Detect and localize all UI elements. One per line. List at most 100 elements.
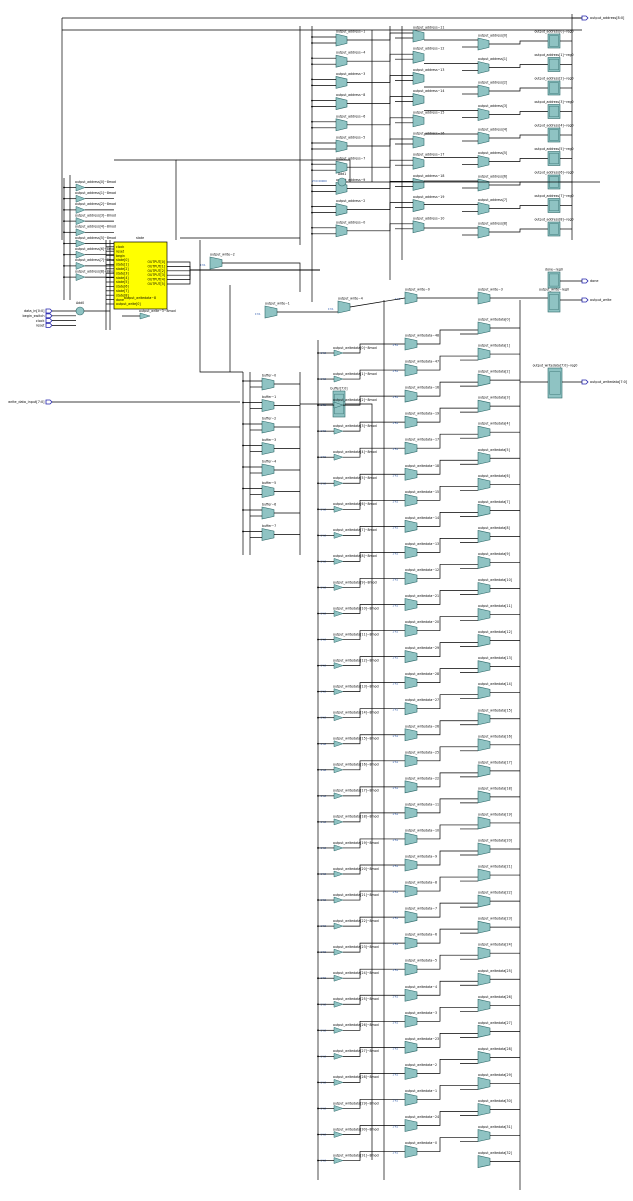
const-label: 1'h1 <box>392 708 398 712</box>
mux-label: output_writedata[3] <box>478 396 510 400</box>
mux-body <box>404 910 418 924</box>
mux-label: output_writedata[23] <box>478 917 512 921</box>
writedata-mux-mid: output_writedata~12 <box>404 568 439 585</box>
address-mux-col1: output_address~4 <box>335 51 365 68</box>
driver-label: output_writedata[25]~8mod <box>333 997 379 1001</box>
driver-body <box>333 375 344 383</box>
driver-label: output_writedata[5]~8mod <box>333 476 377 480</box>
driver-body <box>75 194 86 203</box>
wire <box>347 117 413 126</box>
address-mux-col3: output_address[0] <box>477 34 507 51</box>
fsm-pin-label: clock <box>116 245 124 249</box>
mux-body <box>477 202 490 215</box>
address-register: output_address[0]~reg0 <box>534 30 574 49</box>
writedata-mux-right: output_writedata[12] <box>477 630 512 647</box>
mux-body <box>404 780 418 794</box>
port-label: done <box>590 279 598 283</box>
mux-label: output_write~0 <box>405 288 430 292</box>
wire <box>489 87 548 92</box>
mux-label: output_address~3 <box>336 72 365 76</box>
mux-label: output_writedata~25 <box>405 750 439 754</box>
const-label: 1'h1 <box>392 760 398 764</box>
driver-body <box>333 636 344 643</box>
driver-body <box>333 1053 344 1060</box>
mux-label: output_write~2 <box>210 253 235 257</box>
address-driver: output_address[4]~8mod <box>75 225 116 237</box>
const-label: 1'h1 <box>392 577 398 581</box>
mux-label: buffer~7 <box>262 524 276 528</box>
mux-body <box>477 530 491 543</box>
mux-label: output_write~4 <box>338 297 363 301</box>
driver-body <box>333 948 344 956</box>
address-register: output_address[3]~reg0 <box>534 100 574 119</box>
input-port: data_in[0:0] <box>24 308 53 314</box>
driver-body <box>333 818 344 826</box>
mux-label: output_address~7 <box>336 157 365 161</box>
address-mux-col3: output_address[2] <box>477 81 507 98</box>
wire <box>417 824 478 840</box>
wire <box>343 734 405 745</box>
driver-body <box>333 610 344 617</box>
fsm-pin-label: output_write[0] <box>116 302 141 306</box>
writedata-mux-right: output_writedata[2] <box>477 370 510 387</box>
driver-label: output_writedata[13]~8mod <box>333 684 379 688</box>
mux-label: output_address~16 <box>413 132 444 136</box>
port-shape <box>45 313 53 319</box>
mux-body <box>404 624 418 637</box>
fsm-pin-label: OUTPUT[3] <box>147 273 165 277</box>
mux-label: output_writedata[0] <box>478 318 510 322</box>
register-label: done~reg0 <box>545 268 563 272</box>
fsm-pin-label: OUTPUT[5] <box>147 282 165 286</box>
wire <box>343 708 405 719</box>
driver-label: output_address[1]~8mod <box>75 191 116 195</box>
register-label: buffer[7:0] <box>330 387 347 391</box>
mux-body <box>412 72 425 85</box>
mux-label: output_write~3 <box>478 288 503 292</box>
buffer-mux: buffer~7 <box>261 524 276 541</box>
register-label: output_write~reg0 <box>539 288 569 292</box>
mux-body <box>477 868 491 882</box>
wire <box>417 642 478 657</box>
mux-label: output_writedata[30] <box>478 1099 512 1103</box>
writedata-mux-mid: output_writedata~13 <box>404 542 439 559</box>
driver-label: output_writedata[1]~8mod <box>333 372 377 376</box>
mux-body <box>404 363 418 377</box>
port-label: output_write <box>590 298 611 302</box>
mux-body <box>335 139 348 153</box>
mux-label: output_address[6] <box>478 175 507 179</box>
driver-label: output_writedata[16]~8mod <box>333 763 379 767</box>
mux-body <box>335 118 348 132</box>
mux-body <box>412 156 425 170</box>
writedata-register: output_writedata[7:0]~reg0 <box>533 364 577 399</box>
driver-body <box>333 505 344 513</box>
driver-label: output_writedata[7]~8mod <box>333 528 377 532</box>
port-shape <box>45 322 53 328</box>
port-shape <box>45 308 53 314</box>
driver-label: output_writedata[31]~8mod <box>333 1153 379 1157</box>
writedata-driver: output_writedata[0]~8mod <box>333 346 377 357</box>
fsm-pin-label: state[8] <box>116 293 129 297</box>
port-label: data_in[0:0] <box>24 309 45 313</box>
driver-label: output_writedata[17]~8mod <box>333 789 379 793</box>
driver-body <box>333 453 344 461</box>
mux-label: output_writedata[26] <box>478 995 512 999</box>
buffer-mux: buffer~4 <box>261 460 276 477</box>
writedata-mux-right: output_writedata[24] <box>477 943 512 960</box>
mux-label: output_writedata[13] <box>478 656 512 660</box>
mux-body <box>404 291 418 305</box>
driver-body <box>333 740 344 748</box>
mux-body <box>404 1014 418 1028</box>
wire <box>417 407 478 423</box>
mux-body <box>404 806 418 820</box>
wire <box>489 158 548 162</box>
wire <box>417 1006 478 1022</box>
mux-body <box>261 377 275 391</box>
writedata-mux-right: output_writedata[22] <box>477 891 512 908</box>
write-mux: output_write~0 <box>404 288 430 305</box>
mux-body <box>412 50 425 64</box>
register-body <box>547 127 561 143</box>
mux-label: output_writedata[7] <box>478 500 510 504</box>
mux-body <box>477 712 491 726</box>
mux-label: output_writedata[28] <box>478 1047 512 1051</box>
wire <box>417 876 478 892</box>
